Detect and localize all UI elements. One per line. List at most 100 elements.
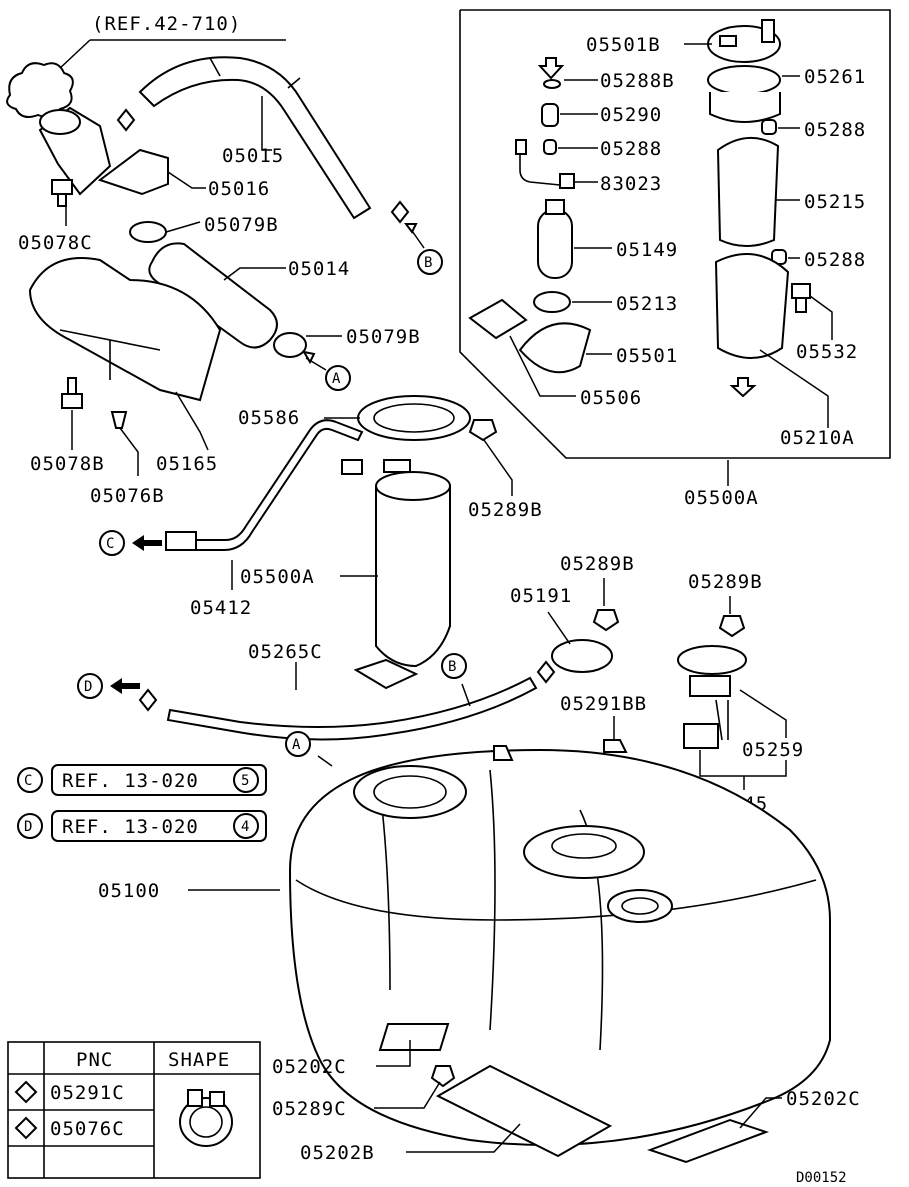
clamp-05079B-upper bbox=[129, 221, 167, 243]
filter-05213 bbox=[533, 291, 571, 313]
ref-D-letter: D bbox=[24, 819, 32, 835]
callout-05288-left: 05288 bbox=[600, 138, 662, 160]
body-reference-cloud bbox=[6, 62, 74, 118]
callout-05265C: 05265C bbox=[248, 641, 323, 663]
gasket-05291BB bbox=[603, 739, 628, 753]
callout-05202C-left: 05202C bbox=[272, 1056, 347, 1078]
cap-05191 bbox=[551, 639, 613, 673]
callout-05289B-pump: 05289B bbox=[468, 499, 543, 521]
table-header-shape: SHAPE bbox=[168, 1049, 230, 1071]
callout-05078C: 05078C bbox=[18, 232, 93, 254]
callout-05014: 05014 bbox=[288, 258, 350, 280]
callout-05288-upper: 05288 bbox=[804, 119, 866, 141]
callout-05291BB: 05291BB bbox=[560, 693, 647, 715]
fuel-pump-inset: 05501B 05288B 05290 05288 83023 05149 05… bbox=[459, 9, 891, 509]
callout-05289B-cap: 05289B bbox=[560, 553, 635, 575]
callout-05015: 05015 bbox=[222, 145, 284, 167]
callout-05076B: 05076B bbox=[90, 485, 165, 507]
table-row2-pnc: 05076C bbox=[50, 1118, 125, 1140]
connector-A-lower: A bbox=[292, 737, 301, 753]
pump-assembly-group: C D B A 05586 05289B 05500A 05412 05265C bbox=[77, 395, 556, 767]
callout-05078B: 05078B bbox=[30, 453, 105, 475]
pump-bracket-05501 bbox=[518, 322, 592, 374]
connector-A-upper: A bbox=[332, 371, 341, 387]
callout-05210A: 05210A bbox=[780, 427, 855, 449]
pnc-shape-table: PNC SHAPE 05291C 05076C bbox=[7, 1041, 261, 1179]
callout-05288B: 05288B bbox=[600, 70, 675, 92]
callout-05202C-right: 05202C bbox=[786, 1088, 861, 1110]
breather-hose-05015 bbox=[138, 56, 372, 220]
callout-05288-lower: 05288 bbox=[804, 249, 866, 271]
pad-05202C-left bbox=[378, 1023, 450, 1051]
nut-05289C bbox=[430, 1065, 456, 1088]
ref-C-text: REF. 13-020 bbox=[62, 770, 199, 792]
callout-05500A: 05500A bbox=[240, 566, 315, 588]
connector-D: D bbox=[84, 679, 92, 695]
callout-05532: 05532 bbox=[796, 341, 858, 363]
ref-D-text: REF. 13-020 bbox=[62, 816, 199, 838]
callout-05165: 05165 bbox=[156, 453, 218, 475]
callout-05586: 05586 bbox=[238, 407, 300, 429]
sender-05145 bbox=[677, 645, 747, 675]
vent-hose-05265C bbox=[166, 676, 538, 741]
callout-05191: 05191 bbox=[510, 585, 572, 607]
bolt-05078C bbox=[51, 179, 73, 207]
callout-05500A-inset: 05500A bbox=[684, 487, 759, 509]
fuel-tank-05100: 05100 05202C 05289C 05202B 05202C bbox=[98, 745, 861, 1164]
pump-assembly-05500A bbox=[375, 475, 451, 668]
pad-05202B bbox=[435, 1064, 613, 1158]
pad-05202C-right bbox=[647, 1118, 769, 1164]
table-header-pnc: PNC bbox=[76, 1049, 113, 1071]
bolt-05078B bbox=[61, 377, 83, 409]
callout-05289C: 05289C bbox=[272, 1098, 347, 1120]
bolt-05532 bbox=[791, 283, 811, 313]
callout-05501B: 05501B bbox=[586, 34, 661, 56]
ref-D-number: 4 bbox=[241, 819, 249, 835]
connector-B-lower: B bbox=[448, 659, 456, 675]
connector-marks-upper: A B bbox=[301, 223, 443, 391]
callout-05289B-sender: 05289B bbox=[688, 571, 763, 593]
callout-05079B-lower: 05079B bbox=[346, 326, 421, 348]
connector-B-upper: B bbox=[424, 255, 432, 271]
protector-05165 bbox=[28, 257, 222, 402]
callout-05215: 05215 bbox=[804, 191, 866, 213]
inset-frame bbox=[459, 9, 891, 459]
clip-05076B bbox=[110, 411, 128, 429]
fuel-line-05412 bbox=[195, 419, 364, 551]
float-05259 bbox=[683, 723, 719, 749]
clamp-05079B-lower bbox=[273, 332, 307, 358]
callout-05016: 05016 bbox=[208, 178, 270, 200]
connector-fitting-05412 bbox=[165, 531, 197, 551]
ref-C-letter: C bbox=[24, 773, 32, 789]
callout-05100: 05100 bbox=[98, 880, 160, 902]
ref-C-number: 5 bbox=[241, 773, 249, 789]
sender-housing-05215 bbox=[716, 136, 780, 247]
drawing-code: D00152 bbox=[796, 1170, 847, 1186]
callout-05213: 05213 bbox=[616, 293, 678, 315]
callout-05412: 05412 bbox=[190, 597, 252, 619]
connector-C: C bbox=[106, 536, 114, 552]
callout-05202B: 05202B bbox=[300, 1142, 375, 1164]
callout-05261: 05261 bbox=[804, 66, 866, 88]
reference-boxes: C REF. 13-020 5 D REF. 13-020 4 bbox=[17, 764, 267, 842]
diamond-symbol-row2 bbox=[14, 1116, 38, 1140]
filler-hose-05014 bbox=[148, 242, 278, 349]
callout-05506: 05506 bbox=[580, 387, 642, 409]
filler-neck-group: (REF.42-710) bbox=[6, 13, 421, 507]
callout-83023: 83023 bbox=[600, 173, 662, 195]
hose-clamp-shape bbox=[179, 1089, 233, 1147]
fuel-pump-05149 bbox=[537, 199, 573, 279]
callout-05259: 05259 bbox=[742, 739, 804, 761]
seal-05261 bbox=[707, 65, 781, 95]
table-row1-pnc: 05291C bbox=[50, 1082, 125, 1104]
callout-05501: 05501 bbox=[616, 345, 678, 367]
callout-05290: 05290 bbox=[600, 104, 662, 126]
callout-05079B-upper: 05079B bbox=[204, 214, 279, 236]
pump-cover-05501B bbox=[707, 19, 781, 63]
reference-42-710: (REF.42-710) bbox=[92, 13, 241, 35]
plate-05506 bbox=[468, 298, 528, 340]
diamond-symbol-row1 bbox=[14, 1080, 38, 1104]
pump-reservoir-05210A bbox=[714, 253, 790, 359]
callout-05149: 05149 bbox=[616, 239, 678, 261]
